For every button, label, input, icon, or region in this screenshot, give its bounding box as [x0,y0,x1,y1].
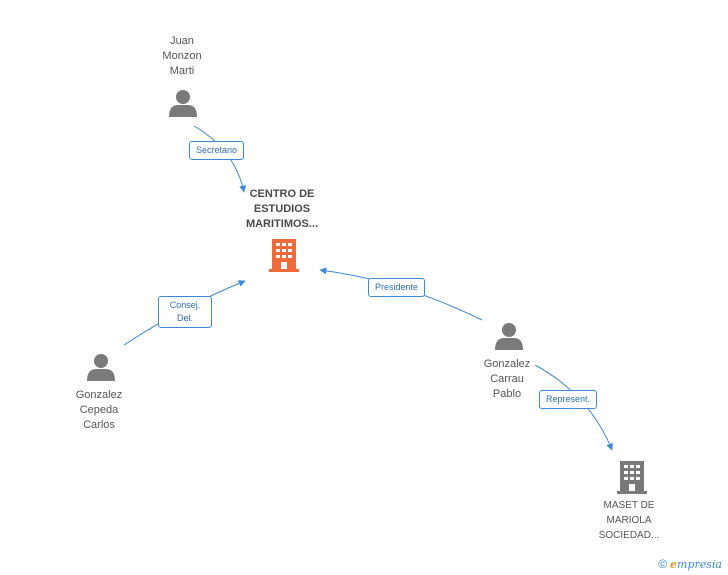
node-label-juan[interactable]: Juan Monzon Marti [122,34,242,79]
person-icon[interactable] [87,354,115,381]
label-line: MARITIMOS... [245,218,319,230]
label-line: Carlos [83,419,115,431]
brand-logo: empresia [670,558,722,571]
brand-e: e [670,557,678,571]
person-icon[interactable] [495,323,523,350]
label-line: SOCIEDAD... [598,530,660,541]
label-line: Juan [170,35,194,47]
label-line: Marti [169,65,195,77]
building-icon[interactable] [269,239,299,272]
footer-brand[interactable]: © empresia [658,557,722,571]
edge-label-represent[interactable]: Represent. [539,390,598,409]
copyright-symbol: © [658,557,668,571]
edge-label-line: Consej. [169,300,201,310]
label-line: ESTUDIOS [253,203,311,215]
label-line: MARIOLA [606,515,652,526]
edge-label-consej[interactable]: Consej. Del. [158,296,212,328]
label-line: Carrau [490,373,524,385]
node-label-gonzalez-carrau[interactable]: Gonzalez Carrau Pablo [447,357,567,402]
label-line: Gonzalez [75,389,123,401]
brand-rest: mpresia [677,557,722,571]
building-icon[interactable] [617,461,647,494]
edge-label-secretario[interactable]: Secretario [189,141,245,160]
label-line: Gonzalez [483,358,531,370]
label-line: Monzon [162,50,202,62]
label-line: MASET DE [603,500,655,511]
node-label-maset[interactable]: MASET DE MARIOLA SOCIEDAD... [569,498,689,543]
node-label-gonzalez-cepeda[interactable]: Gonzalez Cepeda Carlos [39,388,159,433]
node-label-main-company[interactable]: CENTRO DE ESTUDIOS MARITIMOS... [222,187,342,232]
label-line: CENTRO DE [249,188,315,200]
label-line: Cepeda [79,404,119,416]
person-icon[interactable] [169,90,197,117]
edge-label-line: Del. [176,313,193,323]
edge-label-presidente[interactable]: Presidente [368,278,426,297]
label-line: Pablo [492,388,522,400]
